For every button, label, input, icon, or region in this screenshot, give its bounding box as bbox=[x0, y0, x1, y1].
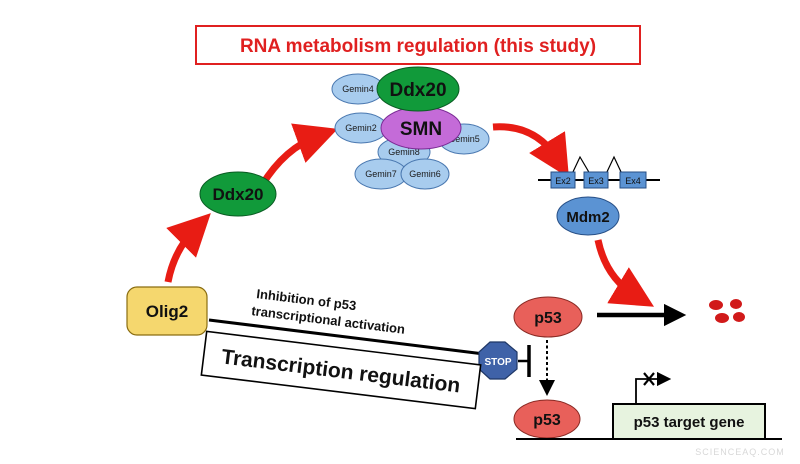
ddx20-label: Ddx20 bbox=[212, 185, 263, 204]
smn-complex: Gemin4 Gemin2 Gemin5 Gemin8 Gemin7 Gemin… bbox=[331, 66, 490, 190]
mdm2-node bbox=[556, 196, 620, 236]
p53-top-label: p53 bbox=[534, 310, 562, 327]
title-box: RNA metabolism regulation (this study) bbox=[195, 25, 641, 65]
splice-junction-1 bbox=[571, 155, 591, 175]
gemin8-label: Gemin8 bbox=[388, 147, 420, 157]
gemin4-label: Gemin4 bbox=[342, 84, 374, 94]
mdm2-exon-diagram: Ex2 Ex3 Ex4 bbox=[538, 155, 660, 189]
stop-label: STOP bbox=[484, 357, 511, 368]
p53-top-node bbox=[513, 296, 583, 338]
arrow-complex-to-mdm2-splicing bbox=[492, 123, 569, 178]
arrow-mdm2-to-degradation bbox=[594, 239, 655, 307]
watermark: SCIENCEAQ.COM bbox=[695, 447, 785, 457]
transcription-regulation-box: Transcription regulation bbox=[200, 330, 482, 410]
inhibition-line bbox=[208, 318, 485, 356]
arrow-olig2-to-ddx20 bbox=[164, 213, 211, 283]
ddx20-complex-node bbox=[376, 66, 460, 112]
target-gene-box bbox=[612, 403, 766, 440]
promoter-arrow bbox=[635, 371, 672, 404]
exon-4 bbox=[619, 171, 647, 189]
gemin5-label: Gemin5 bbox=[448, 134, 480, 144]
stop-sign-icon: STOP bbox=[478, 341, 518, 380]
splice-junction-2 bbox=[605, 155, 623, 175]
ddx20-node bbox=[199, 171, 277, 217]
degraded-p53-fragments bbox=[709, 299, 745, 323]
ddx20-complex-label: Ddx20 bbox=[389, 80, 446, 101]
arrow-ddx20-to-complex bbox=[259, 123, 338, 187]
title-text: RNA metabolism regulation (this study) bbox=[240, 36, 596, 57]
smn-label: SMN bbox=[400, 119, 442, 140]
exon-3-label: Ex3 bbox=[588, 176, 604, 186]
gemin6-node bbox=[400, 158, 450, 190]
gemin6-label: Gemin6 bbox=[409, 169, 441, 179]
olig2-node bbox=[126, 286, 208, 336]
mdm2-label: Mdm2 bbox=[566, 209, 609, 226]
exon-4-label: Ex4 bbox=[625, 176, 641, 186]
gemin7-label: Gemin7 bbox=[365, 169, 397, 179]
p53-bottom-label: p53 bbox=[533, 412, 561, 429]
target-gene-label: p53 target gene bbox=[634, 414, 745, 431]
gemin2-label: Gemin2 bbox=[345, 123, 377, 133]
exon-3 bbox=[583, 171, 609, 189]
blocked-transcription-x-icon bbox=[643, 372, 655, 386]
exon-2 bbox=[550, 171, 576, 189]
olig2-label: Olig2 bbox=[146, 302, 189, 321]
exon-2-label: Ex2 bbox=[555, 176, 571, 186]
